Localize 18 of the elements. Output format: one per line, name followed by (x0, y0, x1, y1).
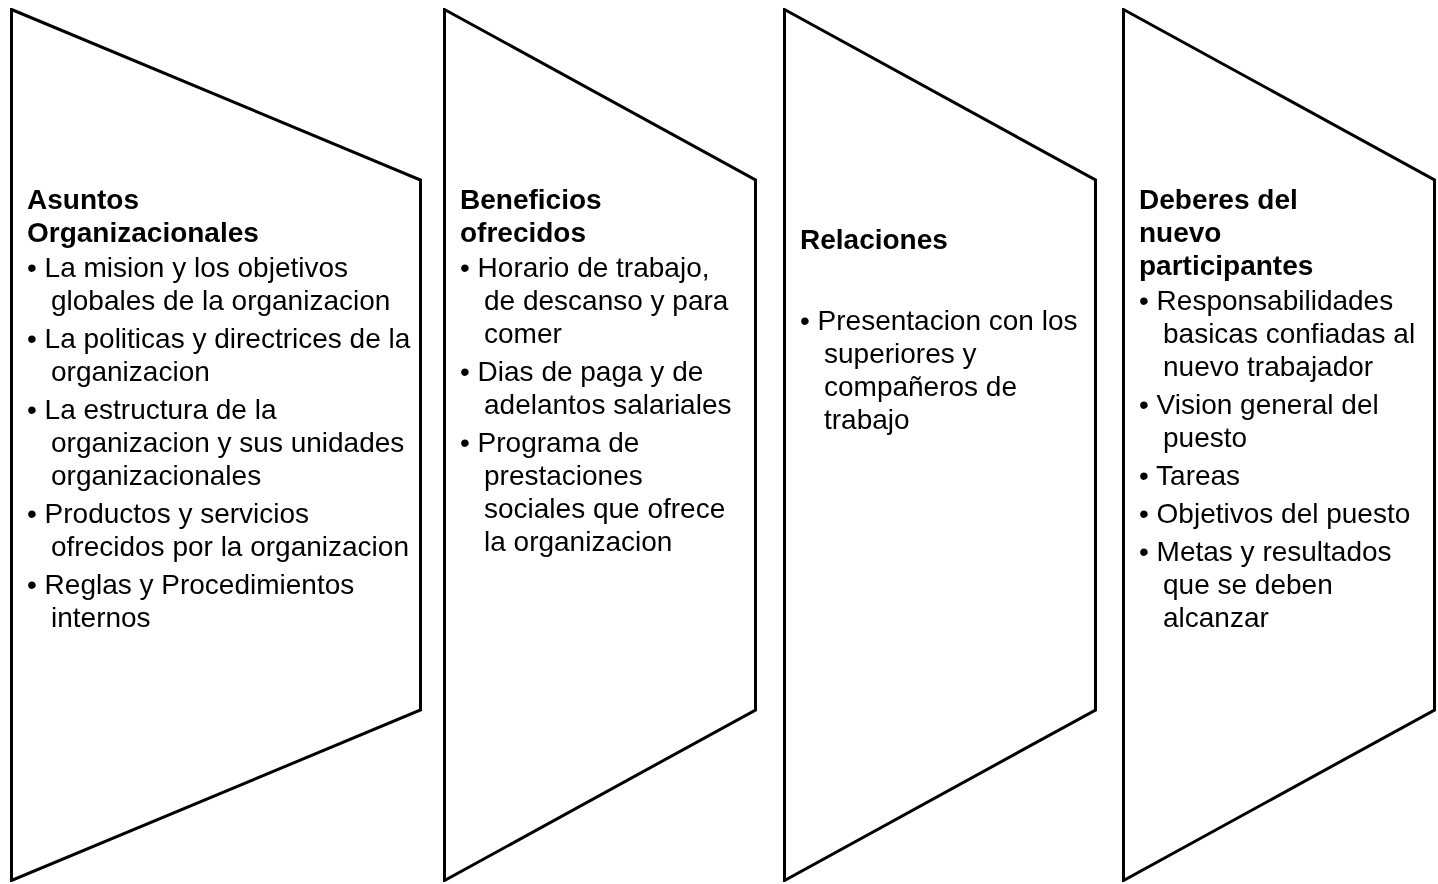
bullet-item: • La politicas y directrices de la organizacion (27, 322, 412, 388)
bullet-item: • Dias de paga y de adelantos salariales (460, 355, 733, 421)
bullet-item: • Programa de prestaciones sociales que ofrece la organizacion (460, 426, 727, 558)
section-heading: Deberes del nuevo participantes (1139, 183, 1315, 282)
bullet-item: • Vision general del puesto (1139, 388, 1380, 454)
section-heading: Relaciones (800, 223, 949, 256)
bullet-item: • Metas y resultados que se deben alcanzar (1139, 535, 1393, 634)
bullet-item: • Tareas (1139, 459, 1242, 492)
bullet-item: • Responsabilidades basicas confiadas al nuevo trabajador (1139, 284, 1417, 383)
bullet-item: • Reglas y Procedimientos internos (27, 568, 356, 634)
bullet-item: • La mision y los objetivos globales de la organizacion (27, 251, 392, 317)
section-heading: Asuntos Organizacionales (27, 183, 260, 249)
bullet-item: • La estructura de la organizacion y sus unidades organizacionales (27, 393, 406, 492)
bullet-item: • Objetivos del puesto (1139, 497, 1412, 530)
bullet-item: • Horario de trabajo, de descanso y para comer (460, 251, 730, 350)
bullet-item: • Productos y servicios ofrecidos por la organizacion (27, 497, 410, 563)
bullet-item: • Presentacion con los superiores y compañeros de trabajo (800, 304, 1079, 436)
section-heading: Beneficios ofrecidos (460, 183, 603, 249)
